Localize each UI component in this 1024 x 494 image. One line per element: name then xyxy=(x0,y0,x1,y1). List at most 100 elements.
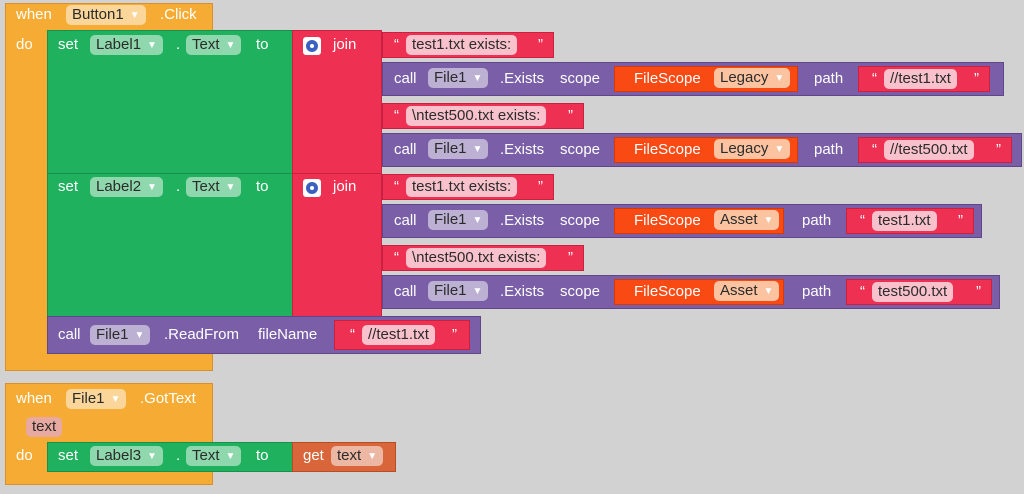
path-string-value[interactable]: //test500.txt xyxy=(884,140,974,160)
quote-mark: ” xyxy=(976,283,981,300)
chevron-down-icon[interactable]: ▼ xyxy=(472,286,483,297)
text-string-value[interactable]: test1.txt exists: xyxy=(406,177,518,197)
text-property-dropdown[interactable]: Text▼ xyxy=(186,446,242,466)
gear-icon[interactable] xyxy=(303,179,321,197)
event-name: .Click xyxy=(160,6,197,23)
quote-mark: ” xyxy=(452,326,457,343)
dot-separator: . xyxy=(176,447,181,464)
event-parameter-text[interactable]: text xyxy=(26,417,63,437)
path-string-value[interactable]: test500.txt xyxy=(872,282,954,302)
chevron-down-icon[interactable]: ▼ xyxy=(147,451,157,462)
filescope-dropdown[interactable]: Legacy ▼ xyxy=(714,68,791,88)
chevron-down-icon[interactable]: ▼ xyxy=(147,182,157,193)
dot-separator: . xyxy=(176,36,181,53)
quote-mark: ” xyxy=(996,141,1001,158)
text-property-dropdown[interactable]: Text ▼ xyxy=(186,177,242,197)
label2-component-dropdown[interactable]: Label2▼ xyxy=(90,177,163,197)
filename-label: fileName xyxy=(258,326,318,343)
path-string-value-label: test1.txt xyxy=(878,212,931,229)
text-string-value[interactable]: \ntest500.txt exists: xyxy=(406,248,547,268)
text-string-value-label: \ntest500.txt exists: xyxy=(412,107,541,124)
filescope-dropdown[interactable]: Asset▼ xyxy=(714,210,780,230)
file-component-dropdown[interactable]: File1 ▼ xyxy=(428,68,489,88)
file-component-dropdown-label: File1 xyxy=(434,140,467,157)
when-keyword: when xyxy=(16,390,52,407)
quote-mark: ” xyxy=(568,249,573,266)
chevron-down-icon[interactable]: ▼ xyxy=(774,73,785,84)
chevron-down-icon[interactable]: ▼ xyxy=(225,451,236,462)
do-keyword: do xyxy=(16,36,33,53)
set-keyword: set xyxy=(58,447,79,464)
file-component-dropdown-label: File1 xyxy=(434,282,467,299)
scope-label: scope xyxy=(560,212,601,229)
to-keyword: to xyxy=(256,447,269,464)
filescope-dropdown-label: Legacy xyxy=(720,69,769,86)
label1-component-dropdown[interactable]: Label1▼ xyxy=(90,35,163,55)
to-keyword: to xyxy=(256,178,269,195)
call-keyword: call xyxy=(394,70,417,87)
filename-string-value[interactable]: //test1.txt xyxy=(362,325,435,345)
chevron-down-icon[interactable]: ▼ xyxy=(134,330,145,341)
gear-icon[interactable] xyxy=(303,37,321,55)
chevron-down-icon[interactable]: ▼ xyxy=(147,40,157,51)
scope-label: scope xyxy=(560,141,601,158)
set-keyword: set xyxy=(58,36,79,53)
chevron-down-icon[interactable]: ▼ xyxy=(225,40,236,51)
path-string-value[interactable]: test1.txt xyxy=(872,211,937,231)
chevron-down-icon[interactable]: ▼ xyxy=(129,10,140,21)
file-component-dropdown[interactable]: File1 ▼ xyxy=(428,281,489,301)
set-label1-text-block[interactable] xyxy=(47,30,293,174)
filescope-dropdown[interactable]: Legacy ▼ xyxy=(714,139,791,159)
filescope-keyword: FileScope xyxy=(634,283,701,300)
quote-mark: “ xyxy=(394,36,399,53)
text-property-dropdown-label: Text xyxy=(192,178,220,195)
chevron-down-icon[interactable]: ▼ xyxy=(472,215,483,226)
quote-mark: “ xyxy=(394,178,399,195)
chevron-down-icon[interactable]: ▼ xyxy=(763,286,774,297)
set-keyword: set xyxy=(58,178,79,195)
call-keyword: call xyxy=(394,141,417,158)
filescope-dropdown-label: Legacy xyxy=(720,140,769,157)
join-block[interactable] xyxy=(292,173,382,317)
text-string-value-label: \ntest500.txt exists: xyxy=(412,249,541,266)
chevron-down-icon[interactable]: ▼ xyxy=(110,394,121,405)
quote-mark: “ xyxy=(860,212,865,229)
filescope-dropdown[interactable]: Asset▼ xyxy=(714,281,780,301)
exists-method: .Exists xyxy=(500,283,545,300)
text-string-value[interactable]: test1.txt exists: xyxy=(406,35,518,55)
file1-component-dropdown[interactable]: File1▼ xyxy=(66,389,127,409)
path-label: path xyxy=(802,212,832,229)
chevron-down-icon[interactable]: ▼ xyxy=(367,451,378,462)
chevron-down-icon[interactable]: ▼ xyxy=(774,144,785,155)
quote-mark: ” xyxy=(538,36,543,53)
readfrom-method: .ReadFrom xyxy=(164,326,240,343)
quote-mark: ” xyxy=(974,70,979,87)
text-property-dropdown[interactable]: Text ▼ xyxy=(186,35,242,55)
label3-component-dropdown-label: Label3 xyxy=(96,447,142,464)
variable-dropdown[interactable]: text▼ xyxy=(331,446,384,466)
join-keyword: join xyxy=(333,178,357,195)
label3-component-dropdown[interactable]: Label3 ▼ xyxy=(90,446,163,466)
text-string-value-label: test1.txt exists: xyxy=(412,178,512,195)
file-component-dropdown[interactable]: File1 ▼ xyxy=(428,139,489,159)
button1-component-dropdown[interactable]: Button1▼ xyxy=(66,5,146,25)
chevron-down-icon[interactable]: ▼ xyxy=(472,144,483,155)
text-string-value-label: test1.txt exists: xyxy=(412,36,512,53)
quote-mark: “ xyxy=(394,249,399,266)
file-component-dropdown[interactable]: File1▼ xyxy=(428,210,489,230)
chevron-down-icon[interactable]: ▼ xyxy=(472,73,483,84)
chevron-down-icon[interactable]: ▼ xyxy=(763,215,774,226)
chevron-down-icon[interactable]: ▼ xyxy=(225,182,236,193)
call-keyword: call xyxy=(394,212,417,229)
text-property-dropdown-label: Text xyxy=(192,36,220,53)
path-string-value[interactable]: //test1.txt xyxy=(884,69,957,89)
text-string-value[interactable]: \ntest500.txt exists: xyxy=(406,106,547,126)
set-label3-text-block[interactable] xyxy=(47,442,293,472)
filescope-keyword: FileScope xyxy=(634,70,701,87)
filename-string-value-label: //test1.txt xyxy=(368,326,429,343)
path-label: path xyxy=(802,283,832,300)
quote-mark: ” xyxy=(958,212,963,229)
file-component-dropdown[interactable]: File1▼ xyxy=(90,325,151,345)
file-component-dropdown-label: File1 xyxy=(434,69,467,86)
path-string-value-label: //test500.txt xyxy=(890,141,968,158)
